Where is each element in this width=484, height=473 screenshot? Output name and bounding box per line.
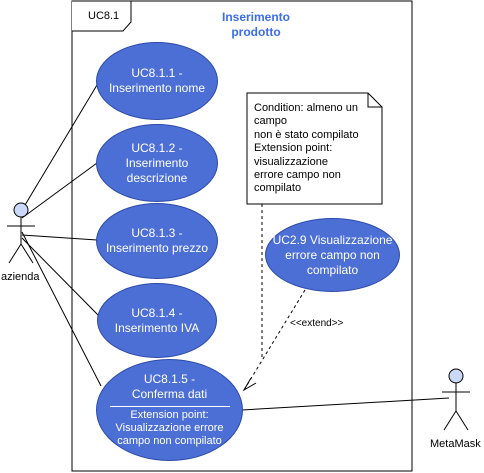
system-title: Inserimento prodotto [214, 10, 298, 40]
system-boundary [71, 0, 413, 472]
association-line [241, 397, 450, 411]
use-case-label: compilato [306, 262, 359, 277]
actor-azienda-label: azienda [1, 271, 40, 283]
actor-associations [21, 84, 450, 411]
association-line [21, 231, 102, 387]
actor-leg [443, 410, 457, 431]
use-case-label: UC8.1.4 - [131, 305, 183, 320]
frame-tab [72, 0, 132, 32]
note-text: Condition: almeno un campo non è stato c… [254, 102, 372, 196]
extend-arrow [243, 289, 306, 391]
association-line [21, 162, 98, 219]
note-line: non è stato compilato [254, 128, 359, 141]
actor-leg [20, 243, 34, 264]
extension-point-label: campo non compilato [117, 435, 222, 447]
system-title-line: prodotto [231, 25, 281, 39]
note-line: Extension point: [254, 142, 333, 155]
extension-separator [109, 406, 230, 407]
use-case-label: Inserimento nome [108, 81, 206, 95]
system-title-line: Inserimento [221, 10, 290, 24]
use-case-label: Conferma dati [131, 387, 208, 401]
association-line [21, 237, 100, 317]
note-line: compilato [254, 182, 302, 195]
use-case-inserimento-prezzo[interactable]: UC8.1.3 - Inserimento prezzo [96, 203, 218, 279]
use-case-label: UC8.1.3 - [131, 226, 183, 240]
use-case-label: UC2.9 Visualizzazione [272, 232, 393, 247]
note-line: campo [254, 115, 288, 128]
actor-metamask-figure [442, 368, 470, 431]
actor-metamask-label: MetaMask [430, 438, 481, 450]
association-line [21, 234, 98, 241]
use-case-label: Inserimento IVA [114, 320, 200, 335]
note-fold [367, 93, 382, 108]
use-case-label: UC8.1.1 - [131, 66, 183, 80]
actor-leg [8, 243, 22, 264]
use-case-label: Inserimento [125, 155, 189, 170]
use-case-label: descrizione [126, 170, 188, 185]
note-box [246, 92, 383, 205]
note-line: visualizzazione [254, 155, 328, 168]
extension-point-label: Visualizzazione errore [115, 422, 224, 434]
note-line: Condition: almeno un [254, 102, 358, 114]
use-case-conferma-dati[interactable]: UC8.1.5 - Conferma dati Extension point:… [96, 359, 243, 461]
frame-label: UC8.1 [88, 10, 120, 22]
actor-head [448, 368, 464, 384]
actor-head [13, 202, 29, 218]
use-case-inserimento-descrizione[interactable]: UC8.1.2 - Inserimento descrizione [96, 124, 218, 202]
association-line [21, 84, 98, 211]
extension-point-label: Extension point: [130, 409, 209, 421]
actor-azienda-figure [7, 202, 35, 264]
use-case-label: UC8.1.5 - [143, 372, 196, 386]
use-case-inserimento-nome[interactable]: UC8.1.1 - Inserimento nome [96, 42, 218, 120]
extend-arrowhead [242, 377, 257, 392]
extend-label: <<extend>> [290, 318, 344, 329]
note-line: errore campo non [254, 169, 341, 182]
use-case-visualizzazione-errore[interactable]: UC2.9 Visualizzazione errore campo non c… [265, 218, 400, 292]
use-case-label: Inserimento prezzo [105, 241, 209, 255]
use-case-inserimento-iva[interactable]: UC8.1.4 - Inserimento IVA [97, 283, 217, 358]
use-case-label: UC8.1.2 - [131, 140, 183, 155]
use-case-label: errore campo non [285, 247, 380, 262]
actor-leg [455, 410, 469, 431]
